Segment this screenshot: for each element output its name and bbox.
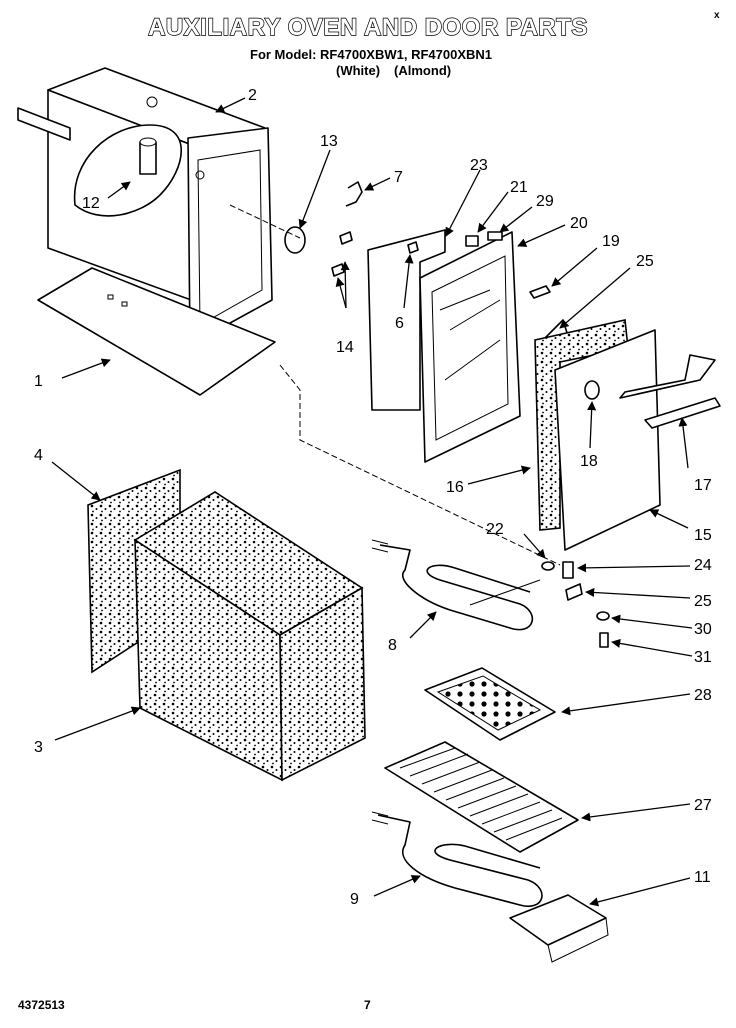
part-17-handle-bar [644, 397, 721, 429]
color-line: (White) (Almond) [336, 63, 465, 78]
part-3-insulation-block [133, 491, 366, 782]
callout-19: 19 [602, 233, 620, 250]
leader-lines [51, 97, 693, 907]
part-7-clip [345, 181, 363, 207]
page-title: AUXILIARY OVEN AND DOOR PARTS [147, 13, 588, 41]
callout-7: 7 [394, 169, 403, 186]
callout-11: 11 [694, 869, 711, 886]
corner-mark: x [714, 10, 720, 21]
part-13-cover [284, 226, 306, 254]
callout-24: 24 [694, 557, 712, 574]
callout-6: 6 [395, 315, 404, 332]
page-number: 7 [364, 998, 371, 1012]
part-28-broil-pan [424, 667, 556, 741]
part-21-bracket [465, 235, 479, 247]
document-number: 4372513 [18, 998, 65, 1012]
callout-4: 4 [34, 447, 43, 464]
part-6-screw [407, 241, 419, 254]
dashed-connector [279, 364, 561, 566]
callout-15: 15 [694, 527, 712, 544]
callout-25: 25 [694, 593, 712, 610]
callout-1: 1 [34, 373, 43, 390]
callout-18: 18 [580, 453, 598, 470]
part-31-screw [599, 632, 609, 648]
callout-14: 14 [336, 339, 354, 356]
part-25-bracket [565, 583, 583, 601]
part-30-nut [596, 611, 610, 621]
color-almond: (Almond) [394, 63, 452, 78]
callout-30: 30 [694, 621, 712, 638]
callout-8: 8 [388, 637, 397, 654]
callout-12: 12 [82, 195, 100, 212]
part-27-oven-rack [384, 741, 579, 853]
callout-22: 22 [486, 521, 504, 538]
callout-labels: 2 12 13 7 14 6 23 21 29 20 19 25 1 4 3 1… [34, 87, 712, 908]
callout-31: 31 [694, 649, 712, 666]
part-14-screws [331, 231, 353, 277]
part-17-handle [619, 354, 716, 399]
callout-3: 3 [34, 739, 43, 756]
part-19-hinge [529, 285, 551, 299]
color-white: (White) [336, 63, 381, 78]
callout-13: 13 [320, 133, 338, 150]
callout-25-top: 25 [636, 253, 654, 270]
callout-17: 17 [694, 477, 712, 494]
callout-27: 27 [694, 797, 712, 814]
part-8-broil-element [371, 539, 541, 631]
callout-9: 9 [350, 891, 359, 908]
part-18-knob [584, 380, 600, 400]
callout-2: 2 [248, 87, 257, 104]
part-15-outer-door [554, 329, 661, 551]
part-24-spacer [562, 561, 574, 579]
part-9-bake-element [371, 811, 543, 908]
callout-16: 16 [446, 479, 464, 496]
callout-28: 28 [694, 687, 712, 704]
callout-21: 21 [510, 179, 528, 196]
part-11-heat-shield [509, 894, 609, 963]
part-22-washer [541, 561, 555, 571]
model-line: For Model: RF4700XBW1, RF4700XBN1 [250, 47, 493, 62]
part-29-bracket [487, 231, 503, 241]
part-20-inner-door [419, 231, 521, 463]
part-12-burner-cover [73, 124, 183, 217]
part-23-gasket [367, 229, 446, 411]
callout-29: 29 [536, 193, 554, 210]
callout-20: 20 [570, 215, 588, 232]
part-1-bottom-plate [37, 267, 276, 396]
callout-23: 23 [470, 157, 488, 174]
